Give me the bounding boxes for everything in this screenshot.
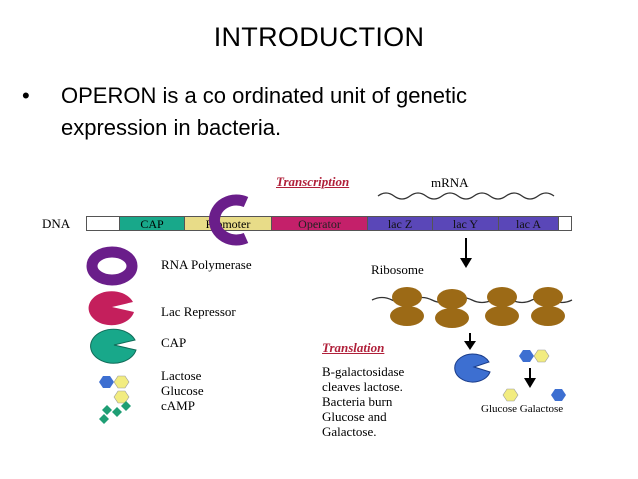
mrna-label: mRNA (431, 175, 469, 190)
arrow-down-icon (460, 258, 472, 268)
ribosome-label: Ribosome (371, 262, 424, 277)
translation-line-2: cleaves lactose. (322, 379, 403, 394)
lacy-segment: lac Y (432, 216, 499, 231)
glucose-hexagon-icon (502, 388, 519, 402)
cap-legend-label: CAP (161, 335, 187, 350)
galactose-hexagon-icon (551, 389, 566, 401)
lactose-label: Lactose (161, 368, 202, 383)
translation-line-3: Bacteria burn (322, 394, 393, 409)
translation-heading: Translation (322, 340, 385, 355)
lactose-blue-hexagon-icon (519, 350, 534, 362)
translation-line-4: Glucose and (322, 409, 387, 424)
dna-label: DNA (42, 216, 71, 231)
lactose-legend-yellow-icon (113, 375, 130, 389)
translation-line-1: B-galactosidase (322, 364, 405, 379)
glucose-label: Glucose (161, 383, 204, 398)
operator-segment: Operator (271, 216, 368, 231)
arrow-down-icon (524, 378, 536, 388)
dna-spacer-segment (86, 216, 120, 231)
products-label: Glucose Galactose (481, 403, 564, 415)
slide-title: INTRODUCTION (213, 22, 425, 52)
bullet-text-line1: OPERON is a co ordinated unit of genetic (61, 83, 467, 108)
lactose-yellow-hexagon-icon (533, 349, 550, 363)
laca-segment: lac A (498, 216, 559, 231)
cap-protein-icon (90, 328, 137, 364)
dna-end-segment (558, 216, 572, 231)
camp-label: cAMP (161, 398, 195, 413)
rna-polymerase-icon (86, 246, 138, 286)
rna-polymerase-label: RNA Polymerase (161, 257, 252, 272)
glucose-legend-icon (113, 390, 130, 404)
bullet-text-line2: expression in bacteria. (61, 115, 282, 140)
camp-legend-icon-3 (99, 414, 109, 424)
beta-galactosidase-icon (454, 353, 491, 383)
camp-legend-icon-2 (112, 407, 122, 417)
translation-description: B-galactosidase cleaves lactose. Bacteri… (322, 364, 404, 439)
lac-repressor-label: Lac Repressor (161, 304, 236, 319)
lac-repressor-icon (88, 291, 134, 326)
camp-legend-icon-4 (121, 401, 131, 411)
ribosome-icon (390, 287, 565, 328)
bullet-marker: • (22, 83, 30, 108)
lactose-legend-blue-icon (99, 376, 114, 388)
bound-rna-polymerase-icon (208, 194, 249, 246)
translation-line-5: Galactose. (322, 424, 377, 439)
transcription-heading: Transcription (276, 174, 350, 189)
arrow-down-icon (464, 341, 476, 350)
lacz-segment: lac Z (367, 216, 433, 231)
mrna-strand (377, 192, 555, 200)
camp-legend-icon-1 (102, 405, 112, 415)
cap-segment: CAP (119, 216, 185, 231)
